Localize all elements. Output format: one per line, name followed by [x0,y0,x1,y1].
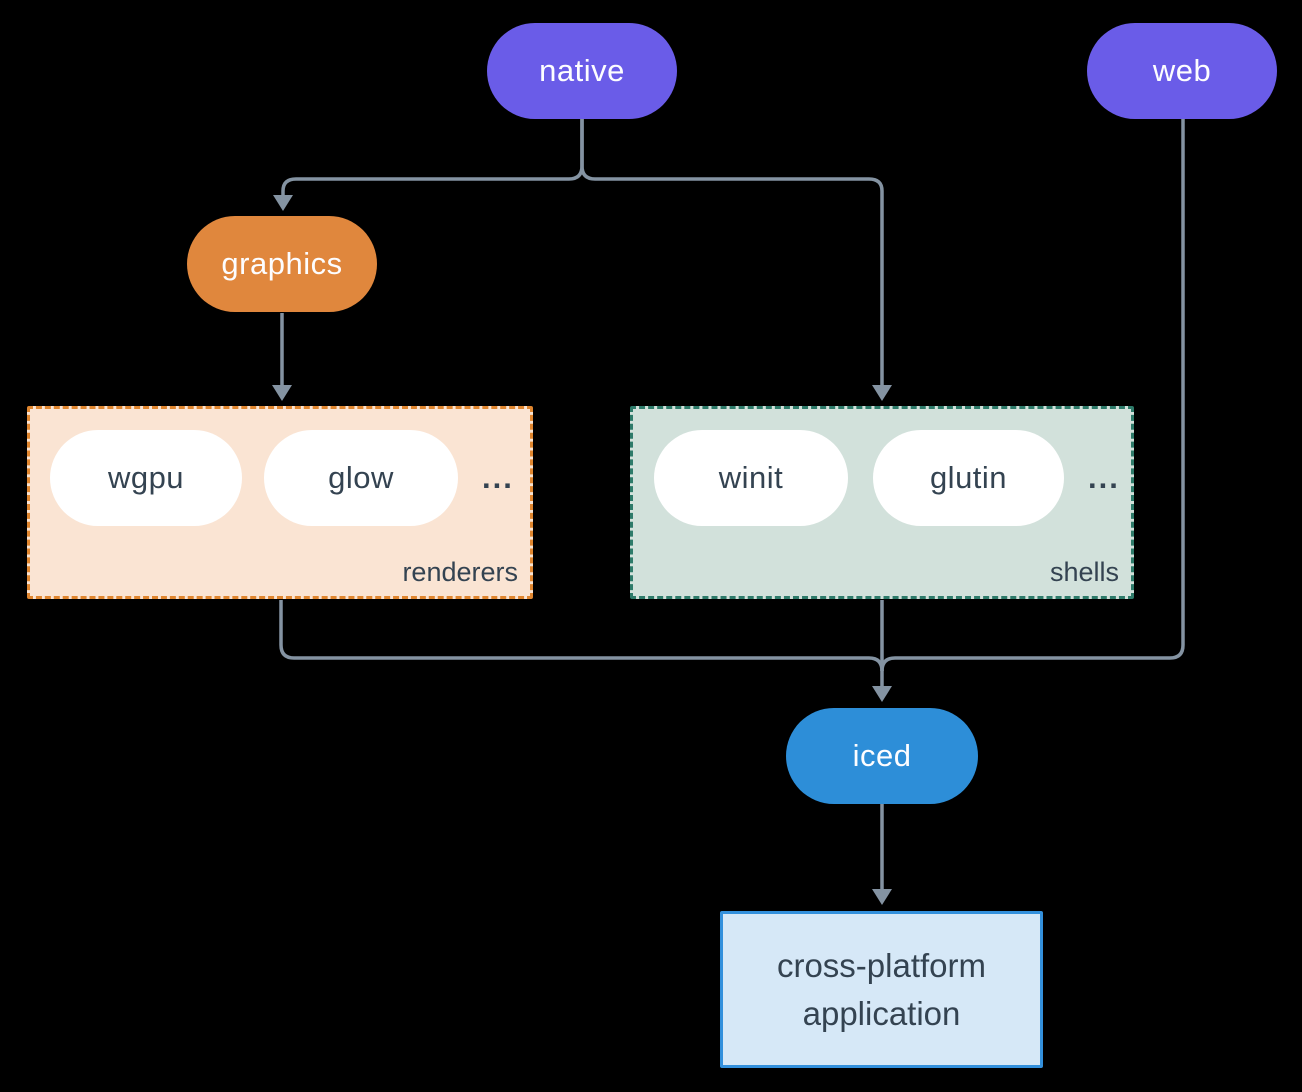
node-glutin: glutin [873,430,1064,526]
node-wgpu: wgpu [50,430,242,526]
group-shells: winit glutin ... shells [630,406,1134,599]
application-label-line2: application [802,994,961,1032]
arrowhead-graphics [273,195,293,211]
node-native-label: native [539,53,625,88]
node-glow-label: glow [328,460,394,495]
arrowhead-renderers [272,385,292,401]
renderers-group-label: renderers [402,557,518,587]
node-iced-label: iced [852,738,912,773]
group-renderers: wgpu glow ... renderers [27,406,533,599]
shells-ellipsis: ... [1088,460,1120,495]
renderers-ellipsis: ... [482,460,514,495]
node-graphics-label: graphics [221,246,343,281]
shells-group-label: shells [1049,557,1119,587]
node-web: web [1087,23,1277,119]
node-winit: winit [654,430,848,526]
node-glow: glow [264,430,458,526]
node-glutin-label: glutin [929,460,1008,495]
arrowhead-application [872,889,892,905]
node-cross-platform-application: cross-platform application [720,911,1043,1068]
node-web-label: web [1152,53,1212,88]
node-wgpu-label: wgpu [107,460,185,495]
edge-native-shells [580,118,884,386]
arrowhead-shells [872,385,892,401]
edge-renderers-merge [279,600,884,672]
arrowhead-iced [872,686,892,702]
node-native: native [487,23,677,119]
node-iced: iced [786,708,978,804]
node-winit-label: winit [718,460,784,495]
node-graphics: graphics [187,216,377,312]
application-label-line1: cross-platform [776,946,987,984]
edge-native-graphics [281,118,584,196]
